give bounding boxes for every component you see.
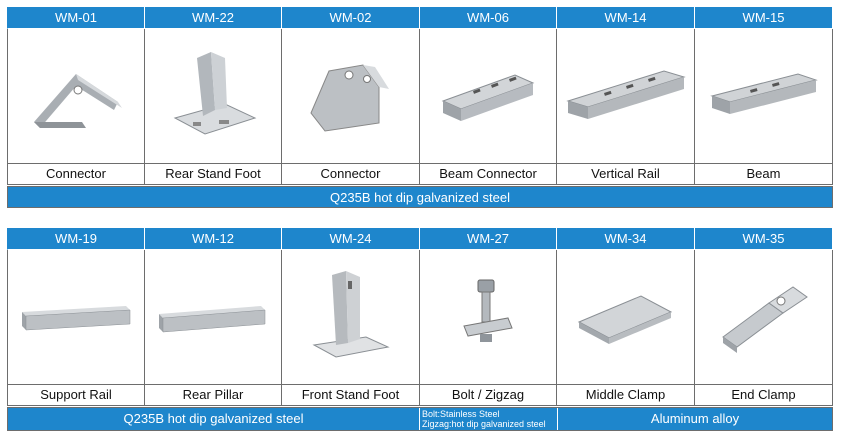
code-cell: WM-06 — [420, 7, 557, 29]
bolt-material-line: Bolt:Stainless Steel — [422, 409, 500, 419]
product-name: Beam — [695, 164, 833, 185]
middle-clamp-icon — [557, 250, 695, 385]
product-name: Bolt / Zigzag — [420, 385, 557, 406]
top-product-table: WM-01 WM-22 WM-02 WM-06 WM-14 WM-15 — [7, 7, 833, 185]
top-label-row: Connector Rear Stand Foot Connector Beam… — [7, 164, 833, 185]
steel-material: Q235B hot dip galvanized steel — [8, 408, 420, 430]
code-cell: WM-14 — [557, 7, 695, 29]
bottom-code-row: WM-19 WM-12 WM-24 WM-27 WM-34 WM-35 — [7, 228, 833, 250]
support-rail-icon — [7, 250, 145, 385]
code-cell: WM-34 — [557, 228, 695, 250]
product-name: Connector — [282, 164, 420, 185]
code-cell: WM-27 — [420, 228, 557, 250]
code-cell: WM-02 — [282, 7, 420, 29]
bolt-zigzag-icon — [420, 250, 557, 385]
aluminum-material: Aluminum alloy — [650, 411, 740, 426]
bottom-product-table: WM-19 WM-12 WM-24 WM-27 WM-34 WM-35 — [7, 228, 833, 406]
bottom-image-row — [7, 250, 833, 385]
product-name: Rear Stand Foot — [145, 164, 282, 185]
code-cell: WM-01 — [7, 7, 145, 29]
product-name: Front Stand Foot — [282, 385, 420, 406]
code-cell: WM-19 — [7, 228, 145, 250]
rear-pillar-icon — [145, 250, 282, 385]
bottom-label-row: Support Rail Rear Pillar Front Stand Foo… — [7, 385, 833, 406]
triangle-connector-icon — [7, 29, 145, 164]
vertical-rail-icon — [557, 29, 695, 164]
product-name: Support Rail — [7, 385, 145, 406]
product-name: Rear Pillar — [145, 385, 282, 406]
top-material-band: Q235B hot dip galvanized steel — [7, 186, 833, 208]
code-cell: WM-22 — [145, 7, 282, 29]
front-stand-foot-icon — [282, 250, 420, 385]
connector-plate-icon — [282, 29, 420, 164]
product-name: Beam Connector — [420, 164, 557, 185]
code-cell: WM-35 — [695, 228, 833, 250]
end-clamp-icon — [695, 250, 833, 385]
top-code-row: WM-01 WM-22 WM-02 WM-06 WM-14 WM-15 — [7, 7, 833, 29]
product-name: Middle Clamp — [557, 385, 695, 406]
product-name: Vertical Rail — [557, 164, 695, 185]
stand-foot-icon — [145, 29, 282, 164]
beam-connector-icon — [420, 29, 557, 164]
code-cell: WM-15 — [695, 7, 833, 29]
code-cell: WM-24 — [282, 228, 420, 250]
top-image-row — [7, 29, 833, 164]
product-name: Connector — [7, 164, 145, 185]
code-cell: WM-12 — [145, 228, 282, 250]
bolt-material: Bolt:Stainless Steel Zigzag:hot dip galv… — [420, 408, 558, 430]
bottom-material-band: Q235B hot dip galvanized steel Bolt:Stai… — [7, 407, 833, 431]
product-name: End Clamp — [695, 385, 833, 406]
beam-icon — [695, 29, 833, 164]
zigzag-material-line: Zigzag:hot dip galvanized steel — [422, 419, 546, 429]
